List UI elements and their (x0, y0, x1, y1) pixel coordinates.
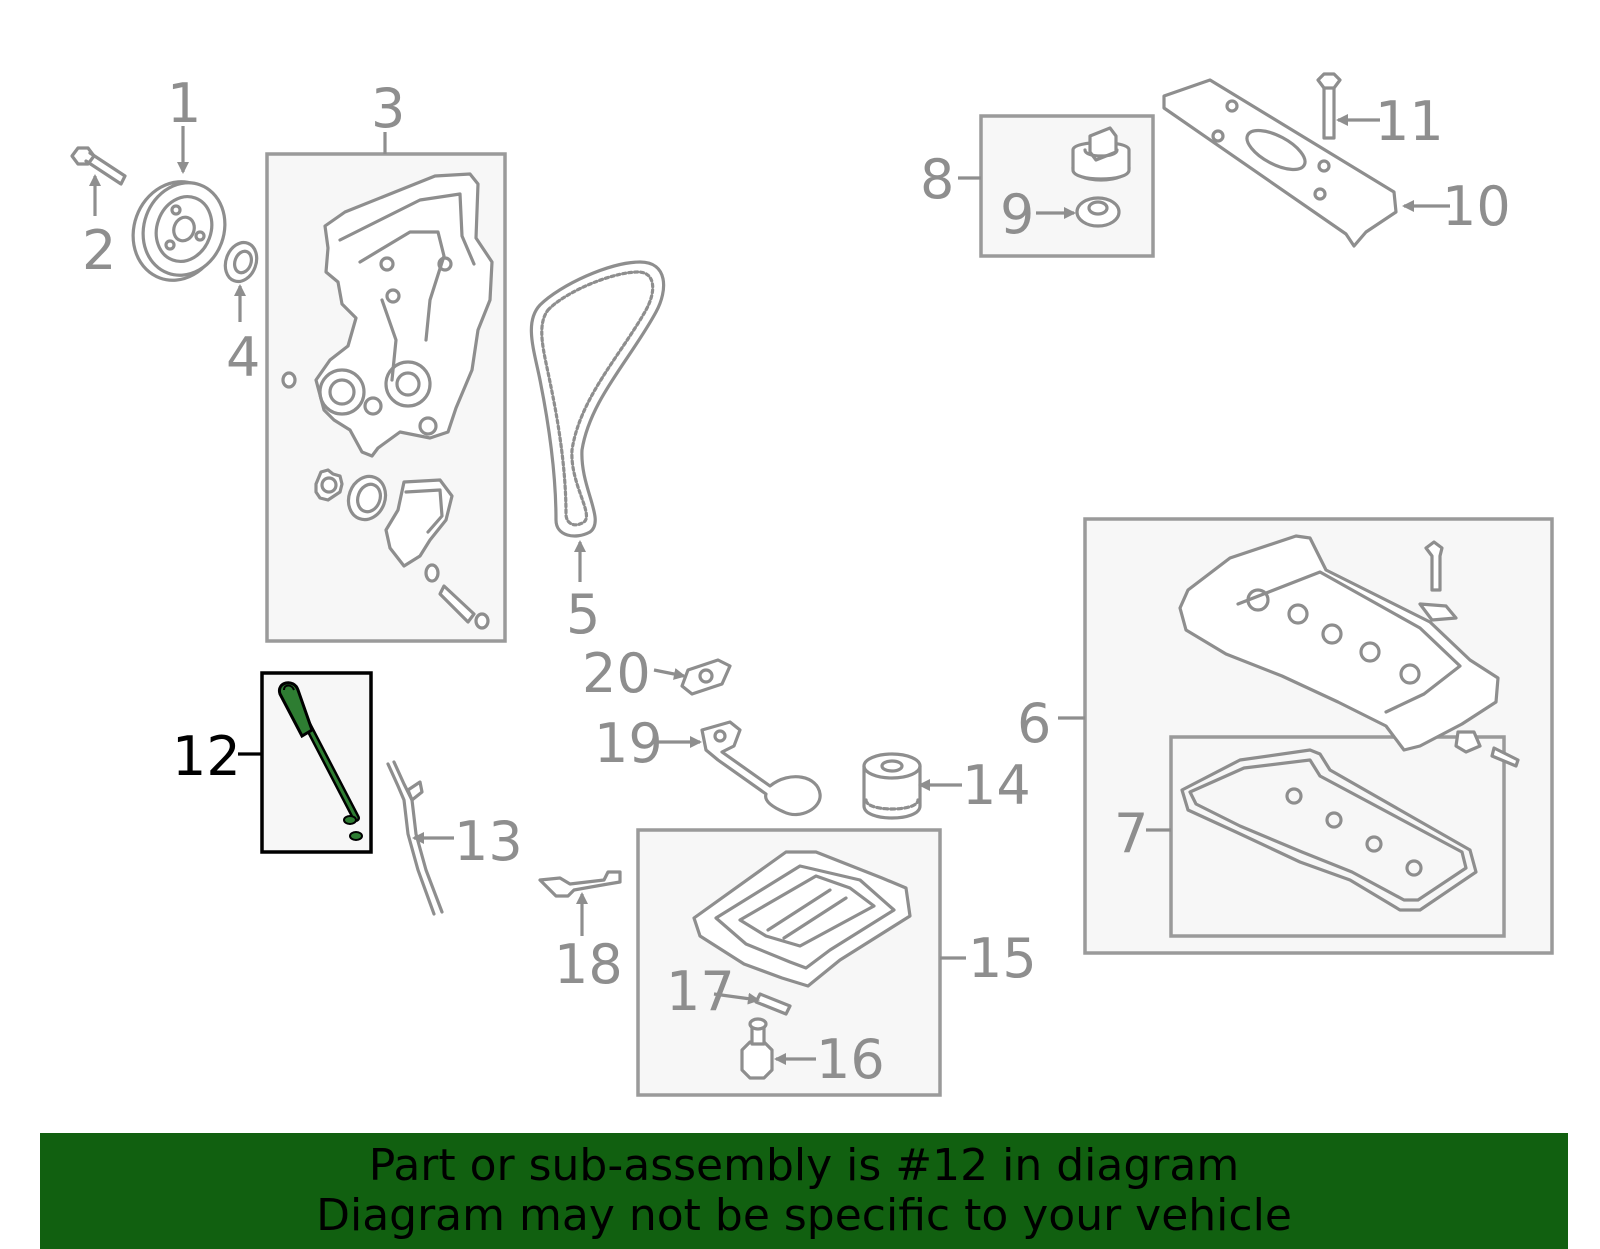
callout-19: 19 (594, 712, 663, 775)
part-5-timing-chain[interactable] (529, 260, 666, 538)
part-10-engine-cover[interactable] (1162, 78, 1398, 248)
callout-2: 2 (82, 219, 116, 282)
callout-16: 16 (816, 1028, 885, 1091)
callout-13: 13 (454, 810, 523, 873)
callout-11: 11 (1375, 90, 1444, 153)
callout-18: 18 (554, 933, 623, 996)
callout-10: 10 (1442, 175, 1511, 238)
part-2-bolt[interactable] (70, 146, 127, 186)
callout-8: 8 (920, 148, 954, 211)
part-13-dipstick-tube[interactable] (386, 760, 444, 916)
part-7-gasket[interactable] (1180, 748, 1478, 912)
part-6-valve-cover[interactable] (1178, 534, 1520, 768)
callout-1: 1 (167, 72, 201, 135)
callout-9: 9 (1000, 183, 1034, 246)
group-box-7 (1169, 735, 1506, 938)
part-19-oil-strainer[interactable] (700, 720, 822, 817)
callout-12: 12 (172, 725, 241, 788)
part-9-cap-gasket[interactable] (1075, 196, 1121, 228)
part-12-oil-dipstick[interactable] (277, 681, 363, 841)
leader-lines (89, 114, 1450, 1065)
banner-line-1: Part or sub-assembly is #12 in diagram (368, 1140, 1240, 1191)
part-8-oil-filler-cap[interactable] (1071, 126, 1131, 182)
part-11-bolt[interactable] (1316, 72, 1342, 140)
callout-4: 4 (226, 326, 260, 389)
part-1-pulley[interactable] (119, 169, 237, 292)
part-15-oil-pan[interactable] (692, 850, 912, 988)
part-14-oil-filter[interactable] (862, 752, 922, 820)
callout-6: 6 (1017, 692, 1051, 755)
callout-7: 7 (1114, 802, 1148, 865)
info-banner: Part or sub-assembly is #12 in diagram D… (40, 1133, 1568, 1249)
callout-labels: 1 2 3 4 5 6 7 8 9 10 11 12 13 14 15 16 1… (82, 72, 1511, 1091)
part-18-sealant-tube[interactable] (538, 870, 622, 898)
part-20-gasket[interactable] (680, 658, 732, 696)
callout-5: 5 (566, 583, 600, 646)
callout-15: 15 (968, 927, 1037, 990)
group-box-12[interactable] (260, 671, 373, 854)
group-box-8 (979, 114, 1155, 258)
callout-17: 17 (666, 960, 735, 1023)
part-3-timing-cover[interactable] (281, 172, 494, 630)
callout-3: 3 (371, 77, 405, 140)
callout-20: 20 (582, 642, 651, 705)
callout-14: 14 (962, 754, 1031, 817)
part-4-seal[interactable] (220, 238, 262, 286)
part-16-drain-plug[interactable] (740, 1017, 774, 1080)
banner-line-2: Diagram may not be specific to your vehi… (316, 1190, 1292, 1241)
